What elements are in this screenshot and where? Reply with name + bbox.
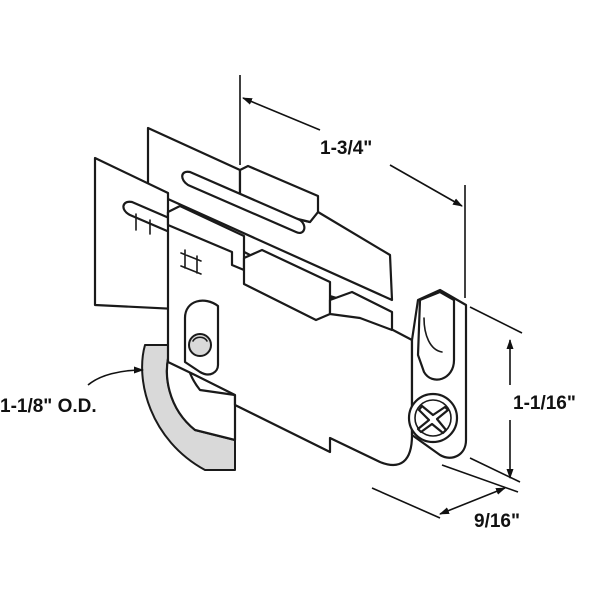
dimension-line-width [439,487,506,515]
leader-line-wheel-diameter [87,366,144,386]
mounting-screw-inner [414,399,452,437]
front-axle-pin [135,213,151,235]
dimension-height: 1-1/16" [469,306,576,483]
extension-line-width-right [441,464,519,493]
housing-channel-right [328,290,394,332]
housing-bottom-edge [234,404,381,463]
housing-top-rail-left [166,204,246,272]
dimension-wheel-diameter: 1-1/8" O.D. [0,366,144,417]
dimension-line-length-b [389,164,463,207]
dimension-label-wheel-diameter: 1-1/8" O.D. [0,396,97,417]
dimension-width: 9/16" [371,464,520,532]
housing-front-face [166,210,414,467]
housing-u-channel-inner [423,317,443,353]
dimension-length: 1-3/4" [239,75,466,298]
extension-line-height-top [469,306,523,334]
roller-assembly [93,126,468,471]
extension-line-width-left [371,487,441,519]
dimension-line-length-a [242,97,321,131]
dimension-label-length: 1-3/4" [320,138,372,159]
dimension-label-height: 1-1/16" [513,393,576,414]
housing-u-channel [416,290,456,381]
screw-phillips-slot [416,404,450,435]
axle-pin-highlight [192,336,208,342]
housing-stamp-mark [180,249,202,275]
back-plate-slot [181,170,306,234]
dimension-label-width: 9/16" [474,511,520,532]
